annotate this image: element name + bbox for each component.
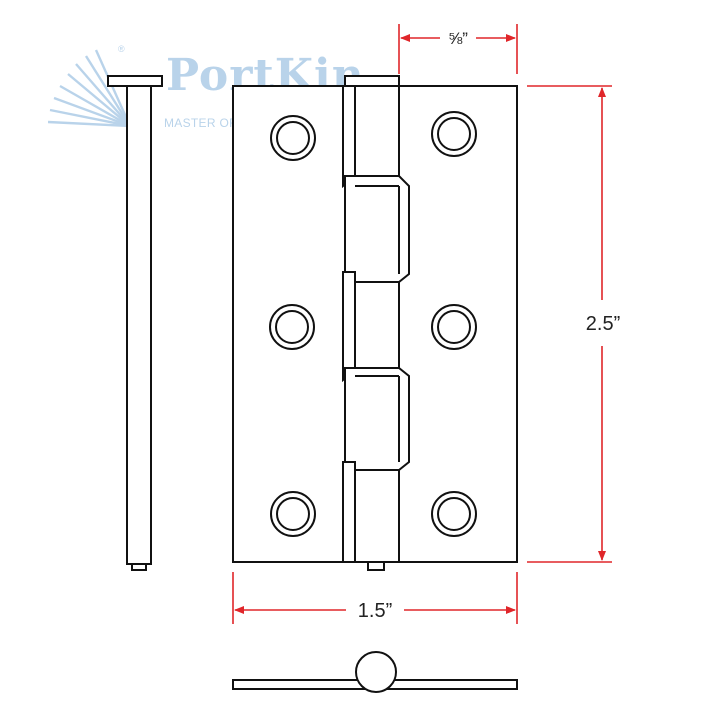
fan-logo-icon: [48, 49, 132, 128]
pin-side-view: [107, 75, 163, 571]
dimension-height: [527, 85, 612, 563]
dimension-knuckle-width: [398, 24, 518, 74]
width-label: 1.5”: [358, 600, 392, 622]
hinge-knuckles: [342, 75, 410, 571]
screw-hole: [431, 111, 477, 157]
screw-hole: [270, 491, 316, 537]
dimension-width: [232, 572, 518, 624]
screw-hole: [269, 304, 315, 350]
screw-hole: [431, 491, 477, 537]
knuckle-width-label: ⅝”: [448, 29, 468, 48]
hinge-bottom-view: [232, 651, 518, 693]
height-label: 2.5”: [586, 313, 620, 335]
screw-hole: [270, 115, 316, 161]
registered-mark: ®: [118, 44, 125, 54]
screw-hole: [431, 304, 477, 350]
screw-holes: [269, 111, 477, 537]
